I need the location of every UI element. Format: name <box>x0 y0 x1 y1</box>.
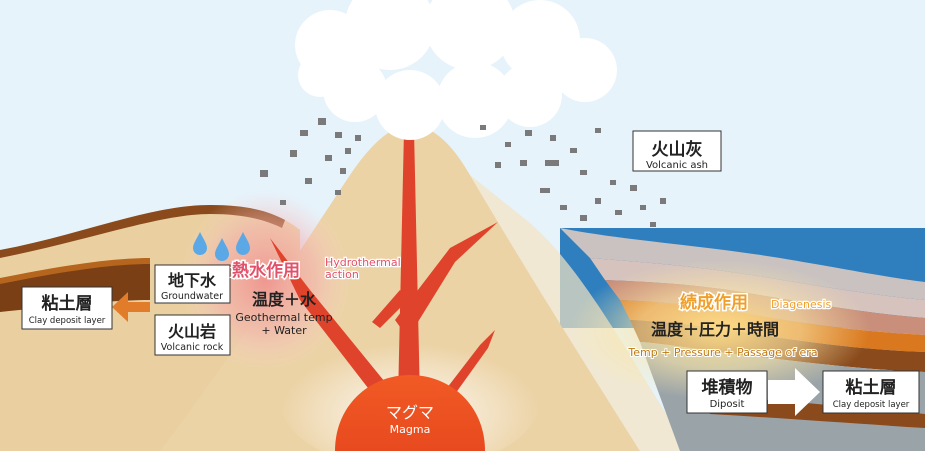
diagenesis-jp: 続成作用 <box>680 292 748 313</box>
groundwater-en: Groundwater <box>161 291 223 302</box>
clay-left-en: Clay deposit layer <box>29 316 106 326</box>
volcanic-rock-en: Volcanic rock <box>161 342 224 353</box>
deposit-jp: 堆積物 <box>702 377 753 398</box>
temp-pressure-jp: 温度＋圧力＋時間 <box>650 320 779 339</box>
eruption-cloud <box>295 0 617 140</box>
temp-pressure-en: Temp + Pressure + Passage of era <box>627 346 817 359</box>
water-drop-icon <box>193 232 207 255</box>
diagenesis-glow <box>570 260 870 400</box>
geothermal-jp: 温度＋水 <box>251 290 317 309</box>
diagenesis-en: Diagenesis <box>771 298 832 311</box>
ash-particles <box>260 118 666 227</box>
hydrothermal-en-1: Hydrothermal <box>325 256 401 269</box>
volcanic-rock-box <box>154 314 231 356</box>
volcanic-ash-en: Volcanic ash <box>646 160 708 171</box>
deposit-en: Diposit <box>710 399 745 410</box>
groundwater-jp: 地下水 <box>168 271 217 290</box>
geothermal-en-1: Geothermal temp <box>235 311 332 324</box>
magma-chamber <box>335 375 485 451</box>
water-drop-icon <box>236 232 250 255</box>
clay-right-en: Clay deposit layer <box>833 400 910 410</box>
arrow-to-clay-left <box>112 292 150 322</box>
deposit-box <box>686 370 768 414</box>
clay-left-box <box>21 286 113 330</box>
water-droplets <box>193 232 250 261</box>
magma-jp: マグマ <box>386 403 434 422</box>
water-drop-icon <box>215 238 229 261</box>
clay-right-box <box>822 370 920 414</box>
magma-en: Magma <box>390 423 431 436</box>
hydrothermal-jp: 熱水作用 <box>232 260 300 281</box>
clay-left-jp: 粘土層 <box>42 293 93 314</box>
arrow-to-clay-right <box>768 368 820 416</box>
volcanic-ash-box <box>632 130 722 172</box>
groundwater-box <box>154 264 231 304</box>
geothermal-en-2: + Water <box>261 324 307 337</box>
left-clay-layer-2 <box>0 258 150 284</box>
clay-right-jp: 粘土層 <box>846 377 897 398</box>
volcanic-rock-jp: 火山岩 <box>168 322 216 341</box>
volcanic-ash-jp: 火山灰 <box>652 139 703 160</box>
hydrothermal-en-2: action <box>325 268 359 281</box>
